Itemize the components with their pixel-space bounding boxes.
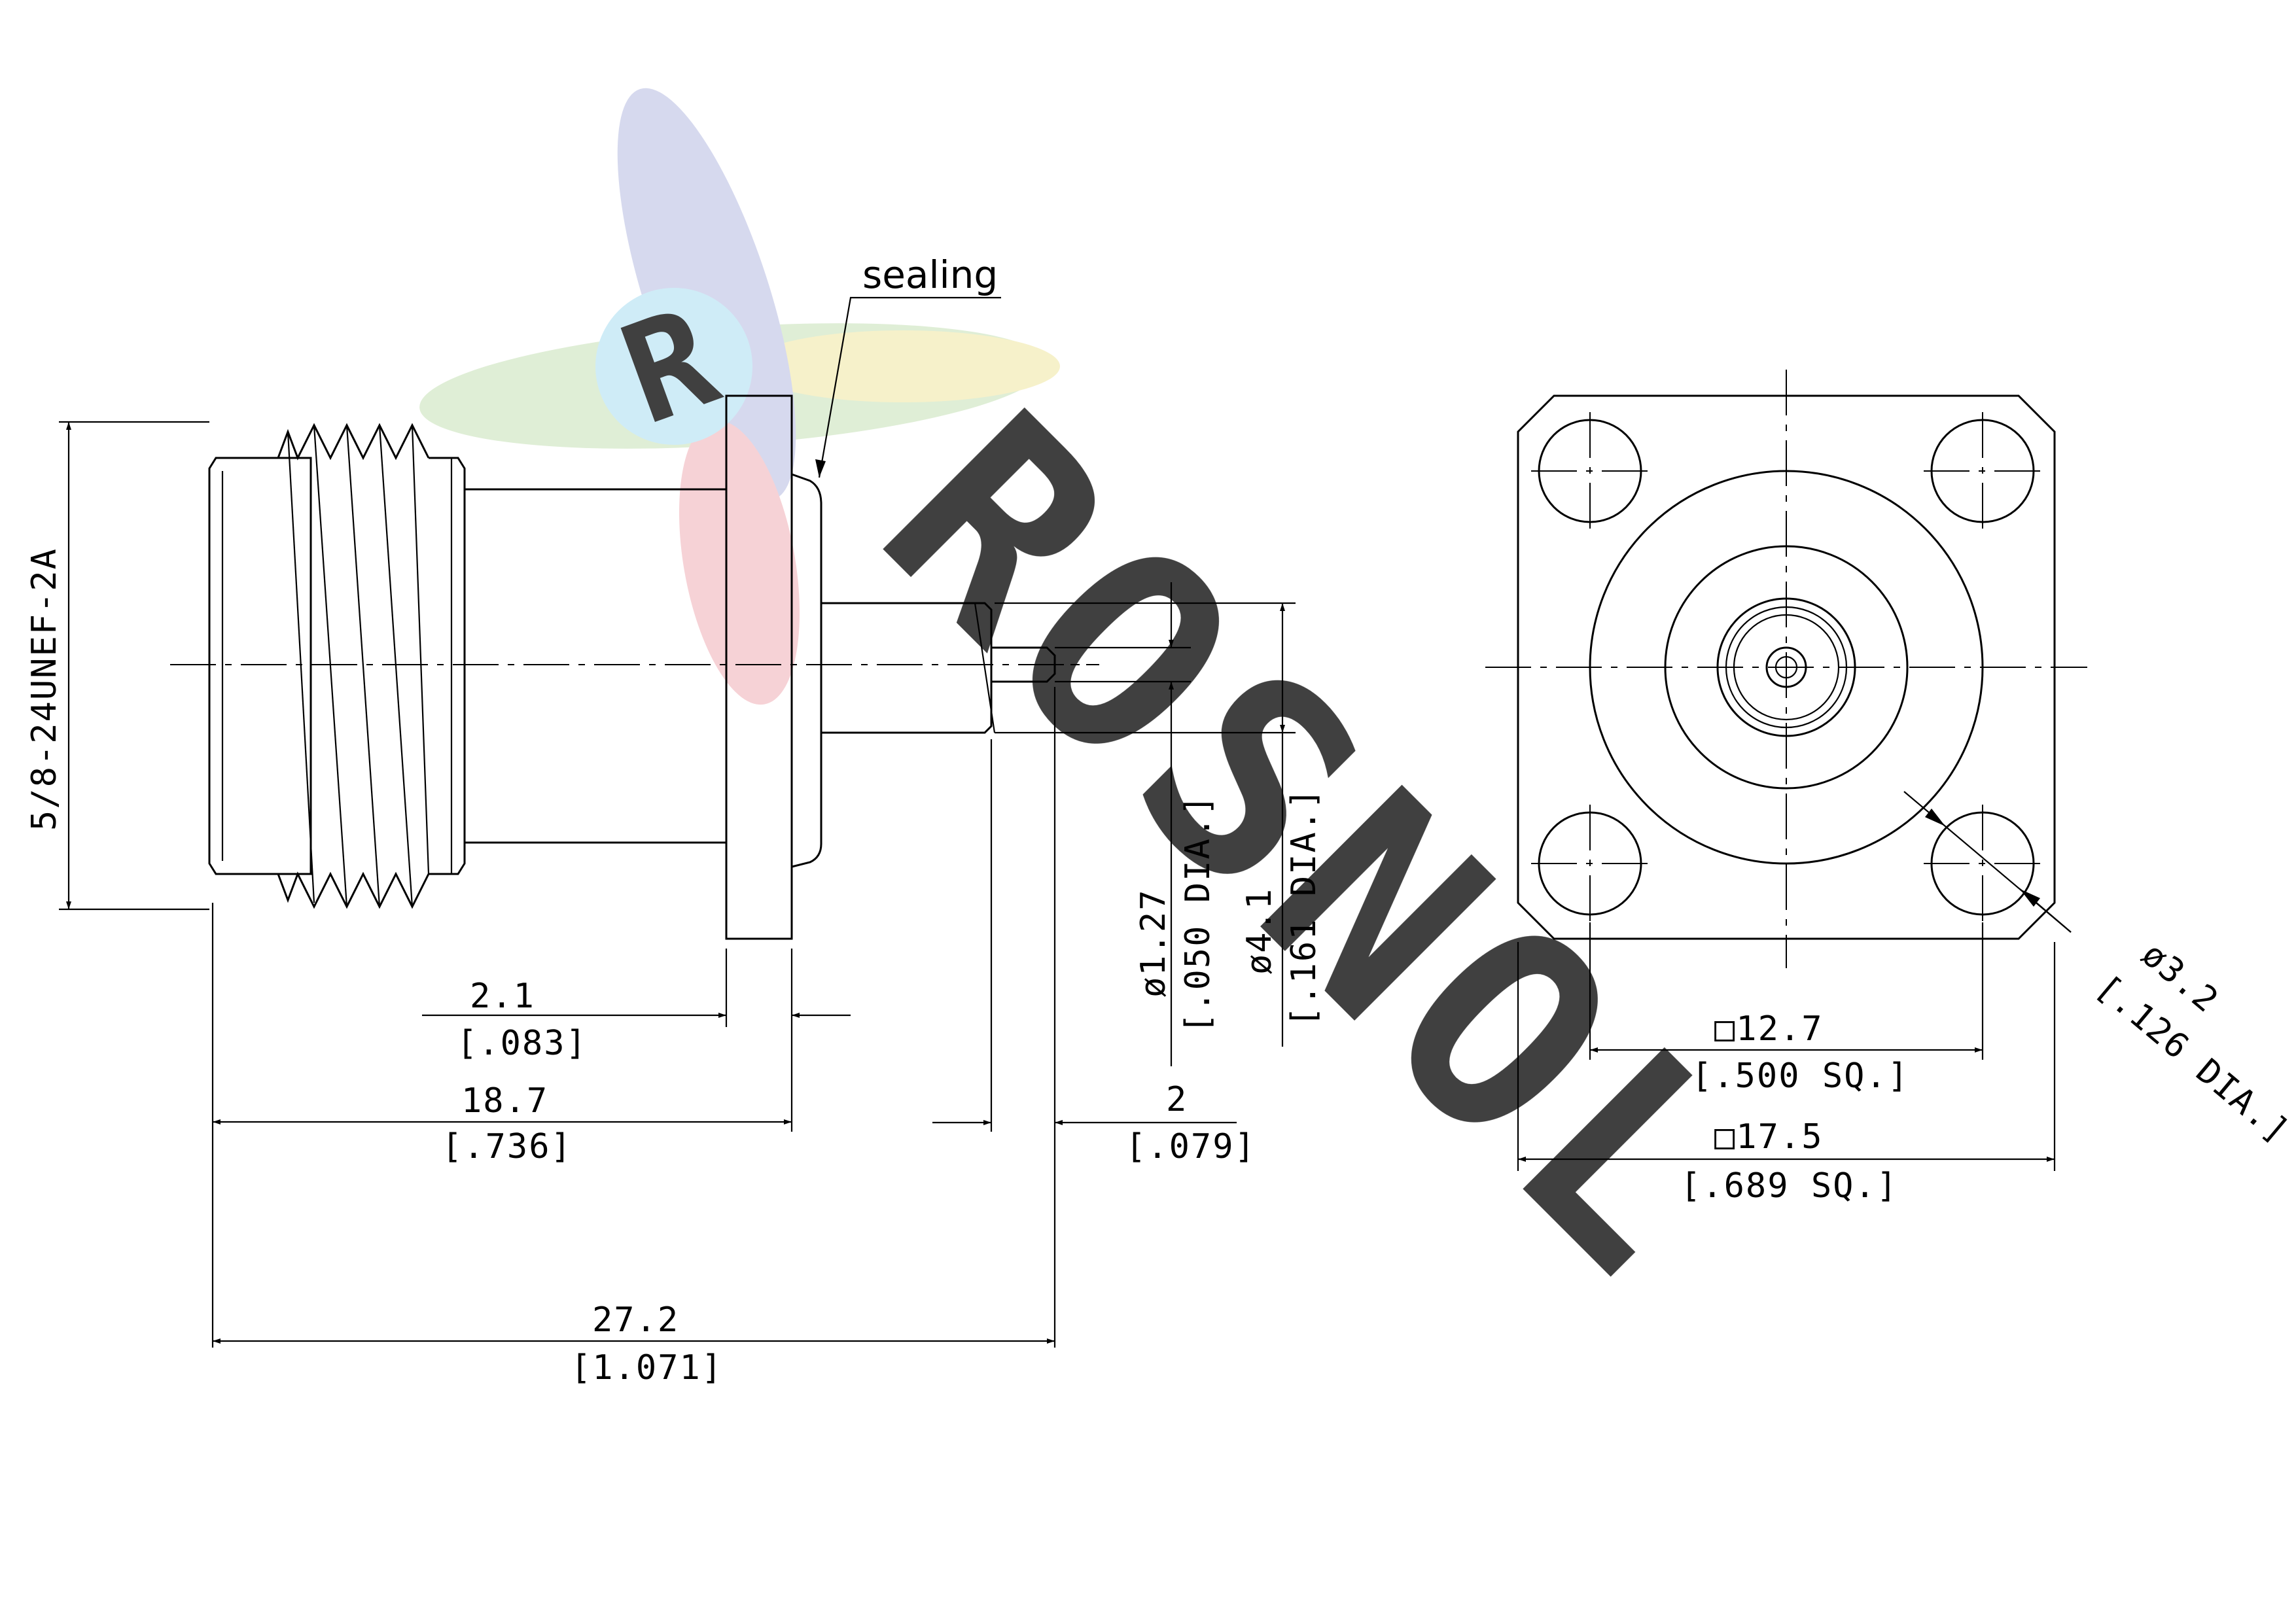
dim-body-len-mm: 18.7 — [461, 1081, 548, 1121]
panel-flange — [725, 394, 793, 940]
mounting-hole-tr — [1924, 412, 2041, 530]
thread-profile-top — [277, 423, 430, 461]
dim-overall-len-in: [1.071] — [571, 1348, 723, 1387]
dim-pin-dia-mm: ø1.27 — [1134, 888, 1173, 998]
dim-hole-spacing-mm: □12.7 — [1714, 1009, 1824, 1049]
logo-orbit-red — [679, 420, 800, 705]
watermark-logo: R ROSNOL — [419, 88, 1808, 1340]
thread-spec: 5/8-24UNEF-2A — [25, 548, 64, 831]
dim-insul-dia-mm: ø4.1 — [1240, 888, 1279, 975]
dim-flange-thk-mm: 2.1 — [470, 977, 535, 1016]
front-flange-outline — [1517, 394, 2056, 940]
sealing-label: sealing — [862, 253, 998, 297]
sealing-gasket — [791, 473, 822, 868]
logo-orbit-blue — [617, 88, 796, 501]
thread-profile-bottom — [277, 871, 430, 909]
mounting-hole-tl — [1531, 412, 1649, 530]
dim-overall-len-mm: 27.2 — [592, 1300, 679, 1340]
dim-body-len-in: [.736] — [442, 1127, 573, 1166]
dim-insul-dia-in: [.161 DIA.] — [1284, 788, 1324, 1027]
front-body-circle — [1589, 470, 1984, 865]
coupling-rear — [429, 457, 466, 875]
front-contact — [1775, 655, 1798, 679]
dim-flange-size-in: [.689 SQ.] — [1680, 1166, 1898, 1206]
dim-hole-spacing-in: [.500 SQ.] — [1691, 1056, 1909, 1096]
dim-flange-size-mm: □17.5 — [1714, 1117, 1824, 1157]
dim-flange-thk-in: [.083] — [457, 1024, 588, 1063]
front-insulator-circle — [1664, 545, 1909, 790]
dim-pin-dia-in: [.050 DIA.] — [1178, 794, 1218, 1034]
mounting-hole-bl — [1531, 805, 1649, 922]
dim-pin-len-mm: 2 — [1166, 1080, 1188, 1119]
logo-orbit-yellow — [746, 330, 1060, 402]
logo-globe — [595, 288, 752, 445]
sealing-leader — [818, 296, 1001, 478]
coupling-front — [208, 457, 312, 875]
rear-insulator — [821, 602, 993, 734]
mounting-hole-br — [1924, 805, 2041, 922]
side-view: sealing 5/8-24UNEF-2A 2.1 [.083] 18.7 [.… — [25, 253, 1324, 1387]
dim-pin-len-in: [.079] — [1125, 1127, 1256, 1166]
